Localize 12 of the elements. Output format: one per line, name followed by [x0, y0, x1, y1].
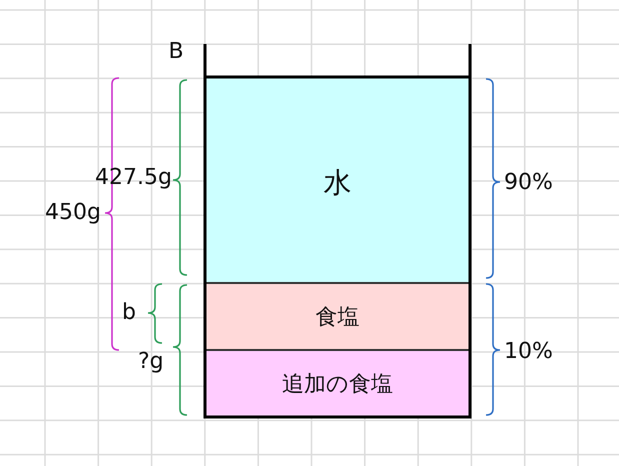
variable-label: b: [122, 302, 136, 324]
water-section: [205, 77, 470, 283]
section-label: 食塩: [316, 304, 360, 332]
percent-label: 90%: [504, 172, 553, 194]
section-label: 水: [324, 165, 352, 201]
salt-section: [205, 283, 470, 350]
added-salt-section: [205, 350, 470, 418]
mass-label: ?g: [138, 351, 164, 373]
mass-label: 450g: [45, 202, 101, 224]
container-label: B: [168, 41, 184, 63]
section-label: 追加の食塩: [282, 371, 393, 399]
percent-label: 10%: [504, 341, 553, 363]
